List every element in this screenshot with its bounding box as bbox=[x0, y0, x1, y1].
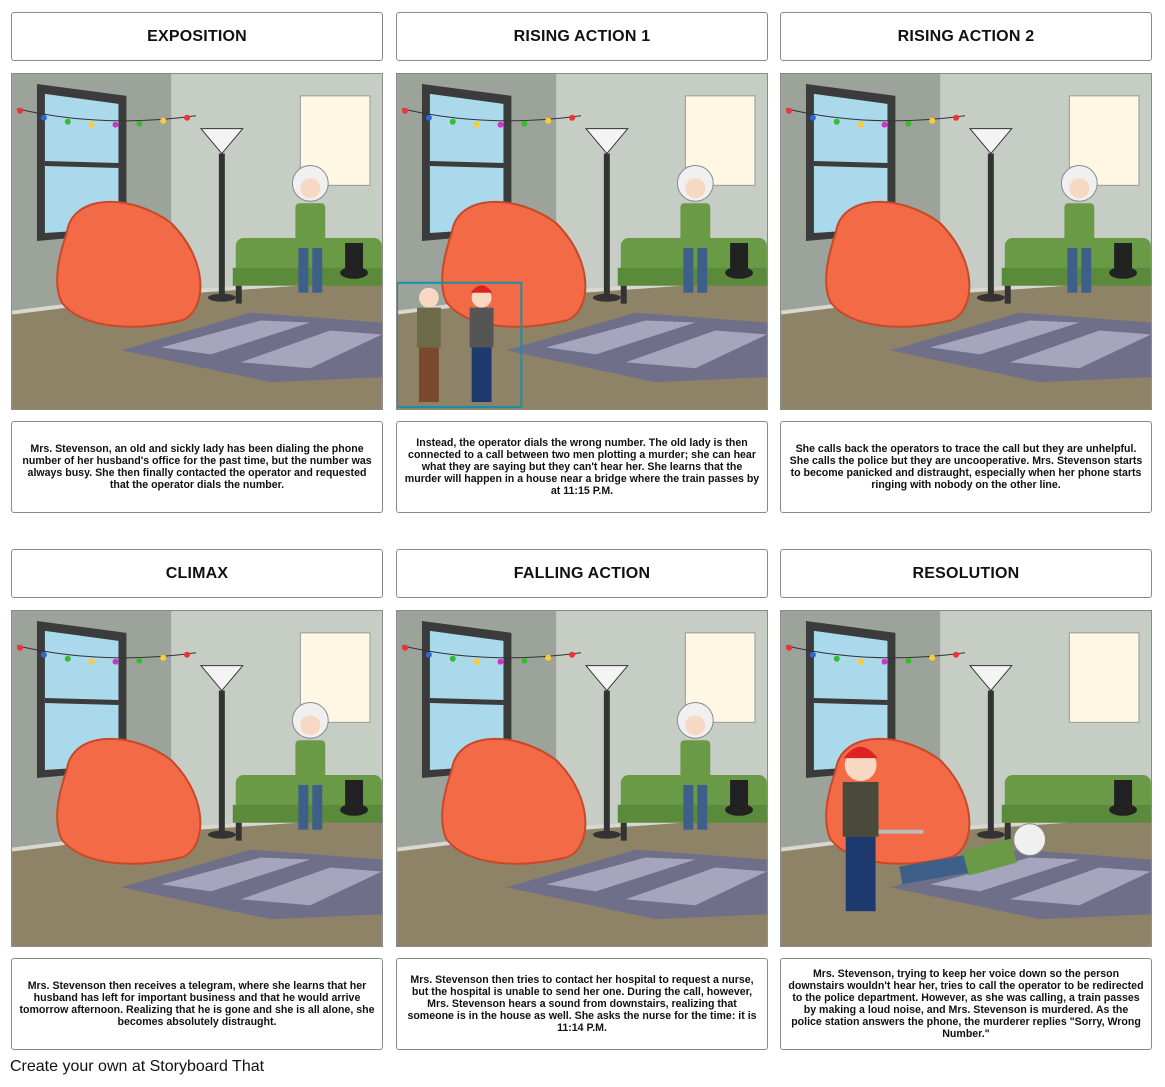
string-lights bbox=[16, 107, 197, 128]
floor-lamp bbox=[968, 665, 1013, 839]
panel-caption-falling-action: Mrs. Stevenson then tries to contact her… bbox=[396, 958, 768, 1050]
floor-lamp bbox=[199, 128, 244, 302]
panel-caption-rising-action-2: She calls back the operators to trace th… bbox=[780, 421, 1152, 513]
rug bbox=[890, 849, 1151, 920]
panel-scene-rising-action-2 bbox=[780, 73, 1152, 410]
floor-lamp bbox=[968, 128, 1013, 302]
telephone bbox=[340, 779, 368, 816]
panel-title-resolution: RESOLUTION bbox=[780, 549, 1152, 598]
telephone bbox=[725, 779, 753, 816]
panel-title-falling-action: FALLING ACTION bbox=[396, 549, 768, 598]
rug bbox=[121, 849, 382, 920]
mrs-stevenson bbox=[291, 701, 329, 830]
string-lights bbox=[401, 644, 582, 665]
panel-caption-climax: Mrs. Stevenson then receives a telegram,… bbox=[11, 958, 383, 1050]
storyboard-that-footer-link[interactable]: Create your own at Storyboard That bbox=[10, 1058, 265, 1075]
rug bbox=[506, 849, 767, 920]
panel-title-rising-action-2: RISING ACTION 2 bbox=[780, 12, 1152, 61]
poster bbox=[1068, 632, 1140, 723]
rug bbox=[506, 312, 767, 383]
rug bbox=[121, 312, 382, 383]
beanbag bbox=[56, 737, 202, 865]
floor-lamp bbox=[199, 665, 244, 839]
mrs-stevenson-fallen bbox=[899, 823, 1047, 885]
panel-title-exposition: EXPOSITION bbox=[11, 12, 383, 61]
floor-lamp bbox=[584, 665, 629, 839]
telephone bbox=[340, 242, 368, 279]
panel-title-rising-action-1: RISING ACTION 1 bbox=[396, 12, 768, 61]
old-man bbox=[418, 287, 439, 308]
panel-scene-rising-action-1 bbox=[396, 73, 768, 410]
panel-caption-exposition: Mrs. Stevenson, an old and sickly lady h… bbox=[11, 421, 383, 513]
beanbag bbox=[825, 200, 971, 328]
panel-caption-rising-action-1: Instead, the operator dials the wrong nu… bbox=[396, 421, 768, 513]
panel-scene-climax bbox=[11, 610, 383, 947]
string-lights bbox=[16, 644, 197, 665]
murder-scene bbox=[842, 746, 1047, 912]
rug bbox=[890, 312, 1151, 383]
panel-caption-resolution: Mrs. Stevenson, trying to keep her voice… bbox=[780, 958, 1152, 1050]
floor-lamp bbox=[584, 128, 629, 302]
mrs-stevenson bbox=[1060, 164, 1098, 293]
panel-title-climax: CLIMAX bbox=[11, 549, 383, 598]
knife bbox=[878, 829, 924, 834]
mrs-stevenson bbox=[676, 164, 714, 293]
telephone bbox=[1109, 779, 1137, 816]
string-lights bbox=[401, 107, 582, 128]
panel-scene-resolution bbox=[780, 610, 1152, 947]
panel-scene-falling-action bbox=[396, 610, 768, 947]
poster bbox=[299, 95, 371, 186]
string-lights bbox=[785, 107, 966, 128]
mrs-stevenson bbox=[676, 701, 714, 830]
telephone bbox=[725, 242, 753, 279]
mrs-stevenson bbox=[291, 164, 329, 293]
panel-scene-exposition bbox=[11, 73, 383, 410]
two-men-highlight bbox=[397, 281, 523, 409]
beanbag bbox=[56, 200, 202, 328]
beanbag bbox=[441, 737, 587, 865]
string-lights bbox=[785, 644, 966, 665]
telephone bbox=[1109, 242, 1137, 279]
